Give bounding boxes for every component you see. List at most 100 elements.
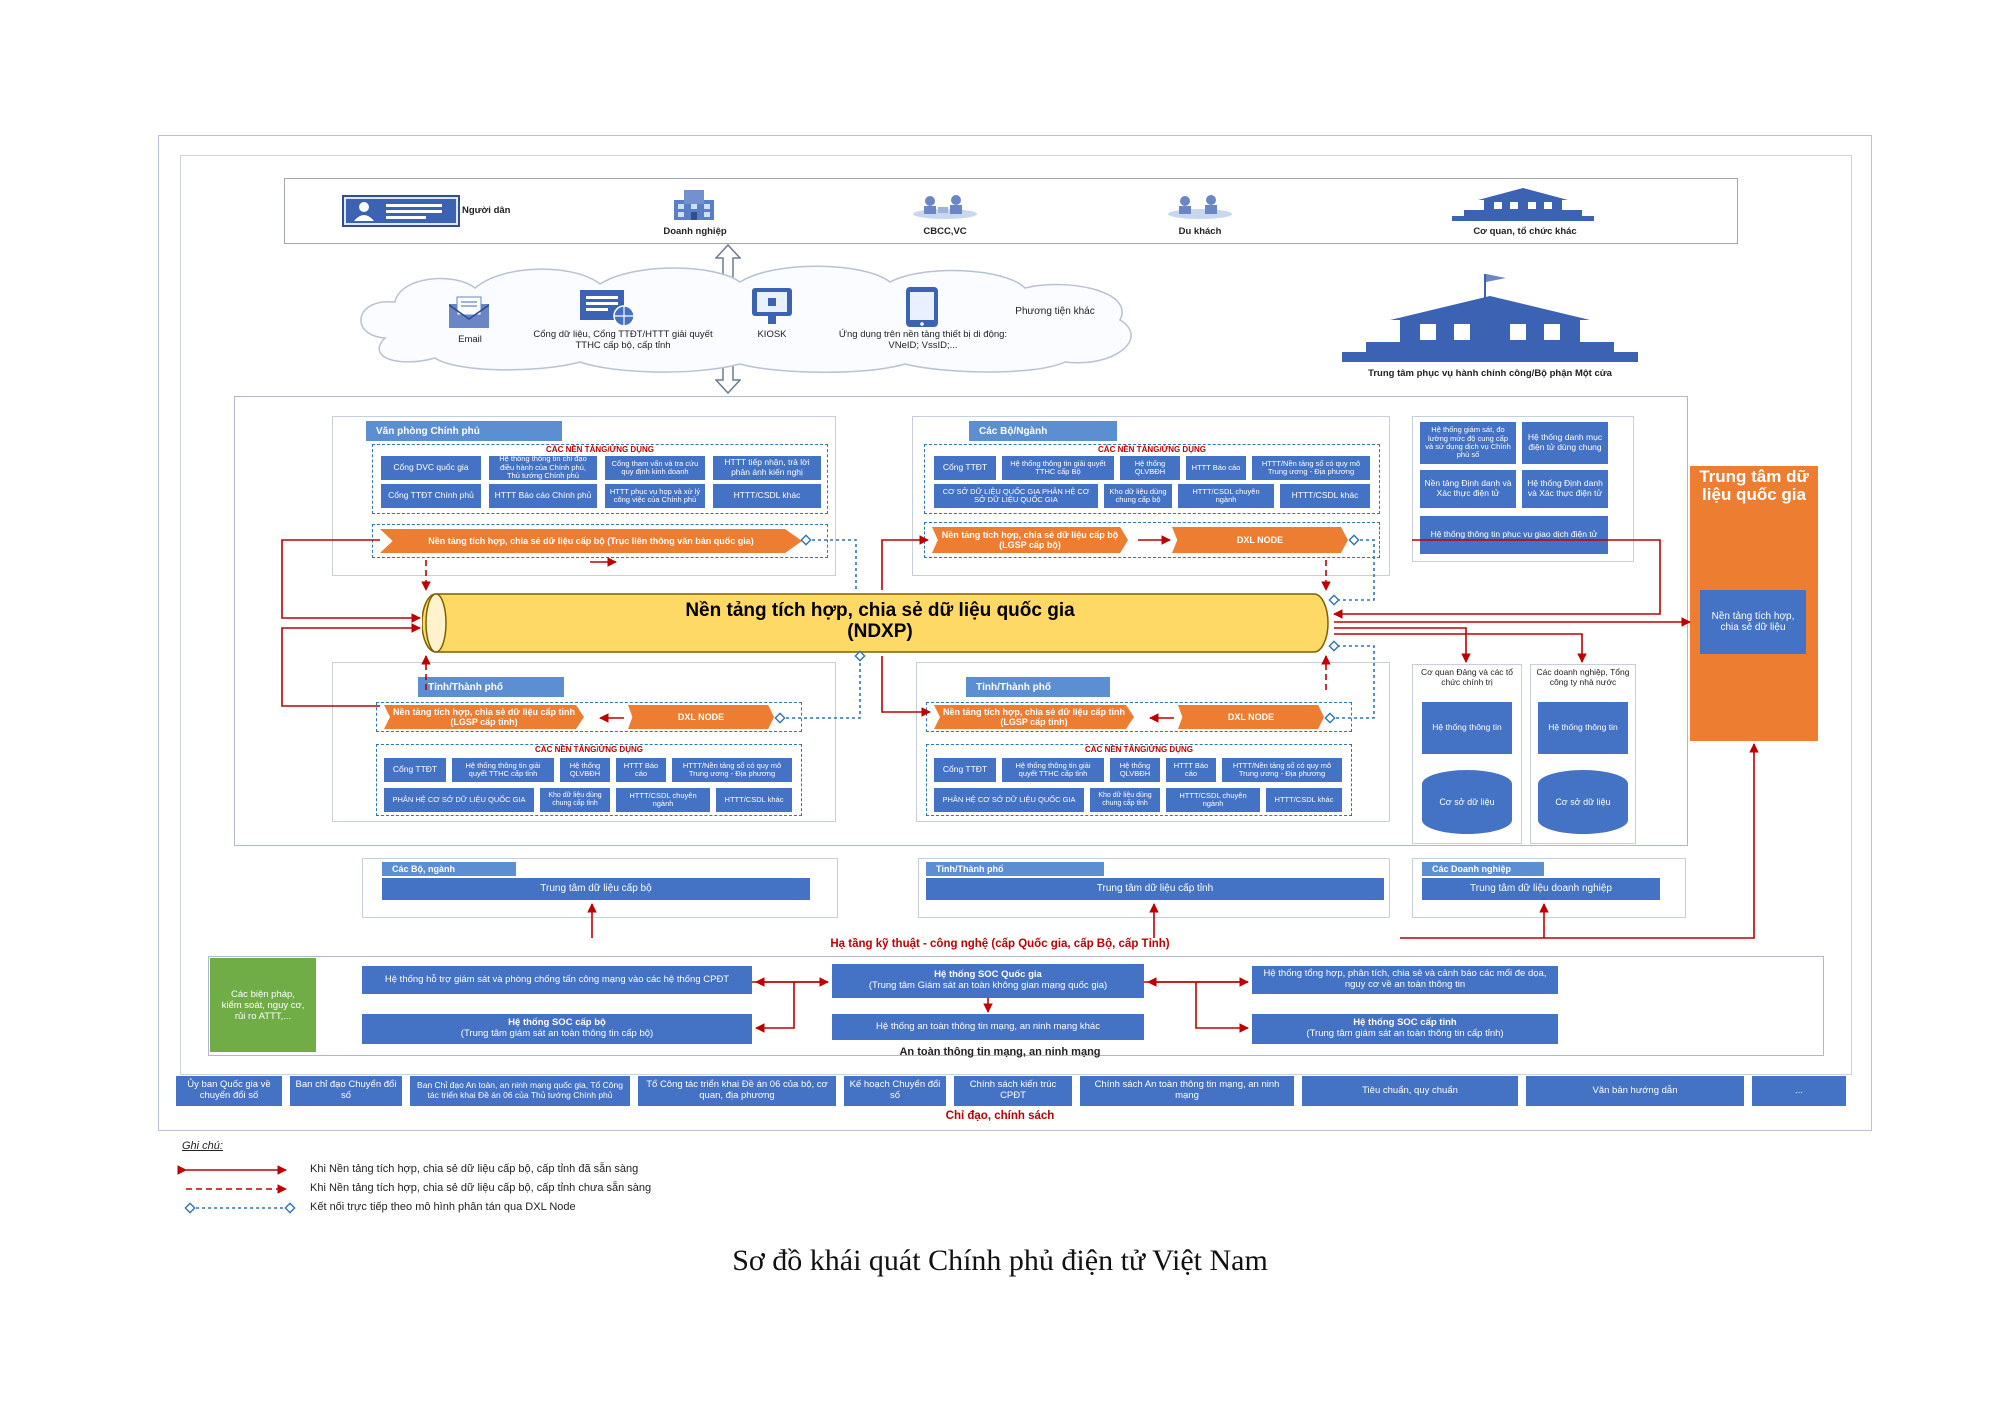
province-right-lgsp-box — [926, 702, 1352, 732]
right-system-5: Hệ thống thông tin phục vụ giao dịch điệ… — [1420, 516, 1608, 554]
soc-province-title: Hệ thống SOC cấp tỉnh — [1353, 1017, 1457, 1029]
policy-item-8: Tiêu chuẩn, quy chuẩn — [1302, 1076, 1518, 1106]
users-bar — [284, 178, 1738, 244]
right-system-4: Hệ thống Định danh và Xác thực điện tử — [1522, 470, 1608, 508]
right-system-2: Hệ thống danh mục điện tử dùng chung — [1522, 422, 1608, 464]
ndxp-title: Nền tảng tích hợp, chia sẻ dữ liệu quốc … — [470, 600, 1290, 643]
policy-item-6: Chính sách kiến trúc CPĐT — [954, 1076, 1072, 1106]
policy-item-10: ... — [1752, 1076, 1846, 1106]
one-stop-label: Trung tâm phục vụ hành chính công/Bộ phậ… — [1368, 368, 1612, 379]
kiosk-icon — [752, 288, 792, 324]
corp-title: Các doanh nghiệp, Tổng công ty nhà nước — [1536, 667, 1630, 687]
infra-ministries-dc: Trung tâm dữ liệu cấp bộ — [382, 878, 810, 900]
province-right-app-7: Kho dữ liệu dùng chung cấp tỉnh — [1090, 788, 1160, 812]
officials-group: CBCC,VC — [900, 192, 990, 240]
policy-item-3: Ban Chỉ đạo An toàn, an ninh mạng quốc g… — [410, 1076, 630, 1106]
security-frame — [208, 956, 1824, 1056]
province-right-lgsp: Nền tảng tích hợp, chia sẻ dữ liệu cấp t… — [934, 705, 1134, 729]
province-right-app-2: Hệ thống thông tin giải quyết TTHC cấp t… — [1002, 758, 1104, 782]
security-monitoring-system: Hệ thống hỗ trợ giám sát và phòng chống … — [362, 966, 752, 994]
right-system-1: Hệ thống giám sát, đo lường mức độ cung … — [1420, 422, 1516, 464]
security-soc-ministry: Hệ thống SOC cấp bộ (Trung tâm giám sát … — [362, 1014, 752, 1044]
province-right-platforms-label: CÁC NỀN TẢNG/ỨNG DỤNG — [1085, 745, 1193, 754]
ministry-app-7: Kho dữ liệu dùng chung cấp bộ — [1104, 484, 1172, 508]
ministry-app-6: CƠ SỞ DỮ LIỆU QUỐC GIA PHÂN HỆ CƠ SỞ DỮ … — [934, 484, 1098, 508]
province-right-app-1: Cổng TTĐT — [934, 758, 996, 782]
citizen-group: Người dân — [342, 195, 512, 229]
email-icon — [449, 296, 489, 328]
province-right-dxl-node: DXL NODE — [1178, 705, 1324, 729]
corp-system: Hệ thống thông tin — [1538, 702, 1628, 754]
gov-app-4: HTTT tiếp nhận, trả lời phản ánh kiến ng… — [713, 456, 821, 480]
province-left-app-6: PHÂN HỆ CƠ SỞ DỮ LIỆU QUỐC GIA — [384, 788, 534, 812]
government-building-icon — [1452, 188, 1594, 221]
citizen-label: Người dân — [462, 205, 511, 216]
province-left-app-9: HTTT/CSDL khác — [716, 788, 792, 812]
gov-office-lgsp-box — [372, 524, 828, 558]
tourists-icon — [1168, 195, 1232, 219]
province-right-app-6: PHÂN HỆ CƠ SỞ DỮ LIỆU QUỐC GIA — [934, 788, 1084, 812]
soc-national-sub: (Trung tâm Giám sát an toàn không gian m… — [868, 980, 1108, 991]
outer-frame — [158, 135, 1872, 1131]
ministry-app-5: HTTT/Nền tảng số có quy mô Trung ương - … — [1252, 456, 1370, 480]
infra-provinces-dc: Trung tâm dữ liệu cấp tỉnh — [926, 878, 1384, 900]
agencies-label: Cơ quan, tổ chức khác — [1473, 226, 1577, 237]
ministries-apps-box — [924, 444, 1380, 514]
gov-app-7: HTTT phục vụ họp và xử lý công việc của … — [605, 484, 705, 508]
agencies-group: Cơ quan, tổ chức khác — [1420, 186, 1630, 240]
figure-caption: Sơ đồ khái quát Chính phủ điện tử Việt N… — [732, 1244, 1268, 1277]
legend-title: Ghi chú: — [182, 1140, 223, 1152]
ministry-app-3: Hệ thống QLVBĐH — [1120, 456, 1180, 480]
policy-item-9: Văn bản hướng dẫn — [1526, 1076, 1744, 1106]
gov-app-5: Cổng TTĐT Chính phủ — [381, 484, 481, 508]
province-left-app-7: Kho dữ liệu dùng chung cấp tỉnh — [540, 788, 610, 812]
gov-office-title: Văn phòng Chính phủ — [366, 421, 562, 441]
province-left-app-5: HTTT/Nền tảng số có quy mô Trung ương - … — [672, 758, 792, 782]
security-other-systems: Hệ thống an toàn thông tin mạng, an ninh… — [832, 1014, 1144, 1040]
ndxp-cylinder — [422, 593, 1329, 653]
infra-label: Hạ tầng kỹ thuật - công nghệ (cấp Quốc g… — [830, 938, 1170, 950]
infra-enterprises-dc: Trung tâm dữ liệu doanh nghiệp — [1422, 878, 1660, 900]
mobile-icon — [906, 287, 938, 327]
other-channel-label: Phương tiện khác — [1015, 306, 1095, 317]
security-threat-sharing: Hệ thống tổng hợp, phân tích, chia sẻ và… — [1252, 966, 1558, 994]
infra-enterprises-title: Các Doanh nghiệp — [1422, 862, 1544, 876]
gov-app-8: HTTT/CSDL khác — [713, 484, 821, 508]
gov-office-lgsp: Nền tảng tích hợp, chia sẻ dữ liệu cấp b… — [380, 529, 802, 553]
ndxp-title-line2: (NDXP) — [847, 621, 913, 643]
portal-icon — [580, 290, 635, 327]
legend-solid: Khi Nền tảng tích hợp, chia sẻ dữ liệu c… — [310, 1163, 639, 1175]
policy-item-4: Tổ Công tác triển khai Đề án 06 của bộ, … — [638, 1076, 836, 1106]
officials-label: CBCC,VC — [923, 226, 967, 237]
province-left-app-3: Hệ thống QLVBĐH — [560, 758, 610, 782]
ministry-app-2: Hệ thống thông tin giải quyết TTHC cấp B… — [1002, 456, 1114, 480]
soc-ministry-title: Hệ thống SOC cấp bộ — [508, 1017, 606, 1029]
portal-label: Cổng dữ liệu, Cổng TTĐT/HTTT giải quyết … — [533, 329, 713, 351]
security-label: An toàn thông tin mạng, an ninh mạng — [899, 1046, 1101, 1058]
gov-office-platforms-label: CÁC NỀN TẢNG/ỨNG DỤNG — [546, 445, 654, 454]
province-right-app-3: Hệ thống QLVBĐH — [1110, 758, 1160, 782]
ministry-app-1: Cổng TTĐT — [934, 456, 996, 480]
infra-provinces-title: Tỉnh/Thành phố — [926, 862, 1104, 876]
legend-dashed: Khi Nền tảng tích hợp, chia sẻ dữ liệu c… — [310, 1182, 652, 1194]
gov-app-6: HTTT Báo cáo Chính phủ — [489, 484, 597, 508]
national-data-center-title: Trung tâm dữ liệu quốc gia — [1699, 467, 1809, 504]
policy-item-5: Kế hoạch Chuyển đổi số — [844, 1076, 946, 1106]
id-card-icon — [342, 195, 460, 227]
province-left-app-1: Cổng TTĐT — [384, 758, 446, 782]
soc-national-title: Hệ thống SOC Quốc gia — [934, 969, 1042, 981]
policy-item-1: Ủy ban Quốc gia về chuyển đổi số — [176, 1076, 282, 1106]
party-database: Cơ sở dữ liệu — [1422, 770, 1512, 834]
tourist-group: Du khách — [1155, 192, 1245, 240]
enterprise-label: Doanh nghiệp — [663, 226, 727, 237]
kiosk-label: KIOSK — [757, 329, 787, 340]
security-measures: Các biện pháp, kiểm soát, nguy cơ, rủi r… — [210, 958, 316, 1052]
ministry-app-4: HTTT Báo cáo — [1186, 456, 1246, 480]
tourist-label: Du khách — [1178, 226, 1222, 237]
building-icon — [674, 190, 714, 220]
province-left-apps-box — [376, 744, 802, 816]
enterprise-group: Doanh nghiệp — [650, 188, 740, 240]
province-left-app-4: HTTT Báo cáo — [616, 758, 666, 782]
province-right-app-9: HTTT/CSDL khác — [1266, 788, 1342, 812]
